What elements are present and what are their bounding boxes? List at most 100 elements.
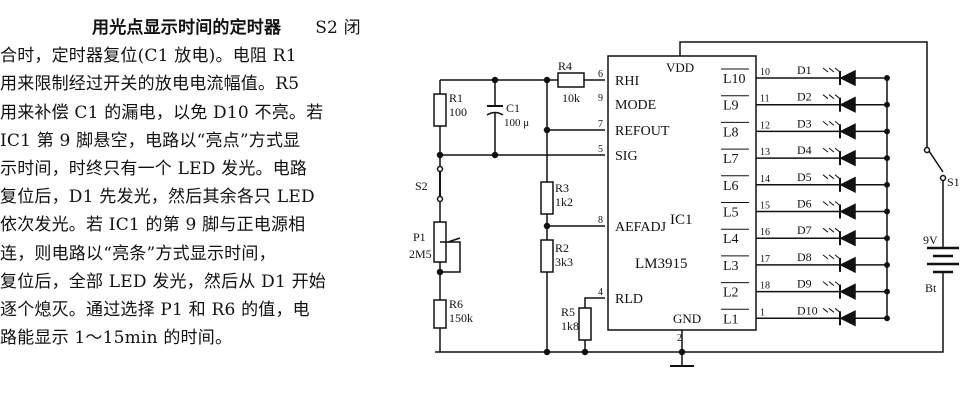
circuit-schematic: IC1 LM3915 VDD GND 2 RHI6MODE9REFOUT7SIG…	[409, 41, 960, 367]
ground-rail-wire	[435, 272, 944, 353]
r1-resistor	[433, 93, 447, 127]
led-label: D7	[797, 223, 812, 237]
led-diode-body	[839, 229, 856, 247]
c1-value: 100 μ	[504, 117, 529, 129]
junction-dot	[678, 348, 686, 356]
r3-resistor	[540, 181, 554, 215]
refout-adj-wire	[547, 129, 605, 227]
junction-dot	[581, 348, 589, 356]
article-line: 用来补偿 C1 的漏电，以免 D10 不亮。若	[0, 102, 324, 123]
ic-pin-name: AEFADJ	[615, 220, 667, 235]
led-diode-body	[839, 283, 856, 300]
junction-dot	[491, 151, 499, 159]
led-label: D4	[797, 143, 812, 157]
r1-value: 100	[449, 105, 467, 119]
gnd-label: GND	[673, 311, 701, 326]
led-light-rays	[822, 254, 841, 260]
ic-pin-number: 6	[598, 69, 603, 80]
r2-value: 3k3	[555, 255, 573, 269]
c1-plate-curved	[486, 111, 504, 116]
ic-pin-number: 9	[598, 93, 603, 104]
ic-pin-name: L6	[723, 179, 739, 194]
ic-pin-name: L8	[723, 125, 739, 140]
r1-label: R1	[449, 91, 463, 105]
p1-label: P1	[413, 230, 426, 244]
ic-ref-label: IC1	[670, 212, 693, 228]
ic-pin-number: 18	[760, 281, 770, 292]
article-text: 用光点显示时间的定时器 S2 闭 合时，定时器复位(C1 放电)。电阻 R1 用来…	[0, 14, 395, 352]
s1-label: S1	[947, 175, 960, 189]
ic-pin-number: 4	[598, 287, 603, 298]
ic-pin-name: L10	[723, 72, 746, 87]
ic-pin-number: 14	[760, 174, 770, 185]
led-light-rays	[822, 307, 841, 313]
ic-pin-number: 13	[760, 147, 770, 158]
article-line: 复位后，全部 LED 发光，然后从 D1 开始	[0, 271, 326, 292]
r2-label: R2	[555, 241, 569, 255]
r3-label: R3	[555, 181, 569, 195]
article-line: 示时间，时终只有一个 LED 发光。电路	[0, 158, 308, 179]
led-diode-body	[839, 256, 856, 274]
s2-contact	[436, 195, 444, 203]
led-label: D2	[797, 90, 812, 104]
battery-label: Bt	[925, 281, 937, 295]
vdd-label: VDD	[666, 60, 694, 75]
ic-pin-number: 12	[760, 120, 770, 131]
article-line: 依次发光。若 IC1 的第 9 脚与正电源相	[0, 215, 306, 236]
led-label: D9	[797, 277, 812, 291]
led-light-rays	[822, 201, 841, 206]
led-diode-body	[839, 96, 856, 113]
article-line-text: S2 闭	[315, 18, 361, 38]
article-line: IC1 第 9 脚悬空，电路以“亮点”方式显	[0, 130, 301, 151]
ic-pin-name: L4	[723, 232, 739, 247]
ic-pin-name: RLD	[615, 292, 643, 307]
led-label: D6	[797, 197, 812, 211]
ic-pin-number: 1	[760, 307, 765, 318]
r2-resistor	[540, 239, 554, 273]
led-light-rays	[822, 147, 841, 153]
ic-pin-number: 16	[760, 227, 770, 238]
article-line: 合时，定时器复位(C1 放电)。电阻 R1	[0, 46, 297, 67]
ic-pin-name: L5	[723, 206, 739, 221]
s2-contact	[436, 165, 444, 173]
led-light-rays	[822, 94, 841, 100]
ic-pin-name: L3	[723, 259, 739, 274]
battery-voltage-label: 9V	[923, 233, 938, 247]
led-light-rays	[822, 121, 841, 126]
led-diode-body	[839, 176, 856, 194]
gnd-pin-number: 2	[677, 333, 682, 344]
junction-dot	[543, 348, 551, 356]
ic-pin-number: 10	[760, 67, 770, 78]
article-title: 用光点显示时间的定时器	[92, 18, 282, 38]
r5-resistor	[578, 307, 592, 341]
r4-label: R4	[558, 59, 572, 73]
led-label: D1	[797, 63, 812, 77]
led-label: D5	[797, 170, 812, 184]
led-light-rays	[822, 67, 841, 73]
ic-pin-name: L1	[723, 312, 739, 327]
led-light-rays	[822, 281, 841, 286]
led-label: D10	[797, 303, 818, 317]
s1-contact	[923, 146, 931, 154]
p1-value: 2M5	[409, 247, 432, 261]
ic-pin-number: 8	[598, 215, 603, 226]
ic-pin-name: L7	[723, 152, 739, 167]
ic-pin-name: L9	[723, 99, 739, 114]
led-diode-body	[839, 310, 856, 327]
ic-pin-number: 15	[760, 201, 770, 212]
led-diode-body	[839, 123, 856, 140]
article-line: 路能显示 1～15min 的时间。	[0, 328, 233, 349]
article-line: 逐个熄灭。通过选择 P1 和 R6 的值，电	[0, 299, 310, 320]
led-diode-body	[839, 149, 856, 167]
r5-label: R5	[561, 305, 575, 319]
ic-pin-name: REFOUT	[615, 124, 670, 139]
article-line: 复位后，D1 先发光，然后其余各只 LED	[0, 187, 315, 208]
r4-value: 10k	[562, 91, 580, 105]
led-diode-body	[839, 69, 856, 87]
article-line: 用来限制经过开关的放电电流幅值。R5	[0, 74, 300, 95]
led-label: D8	[797, 250, 812, 264]
article-line: 用光点显示时间的定时器 S2 闭	[0, 14, 395, 42]
